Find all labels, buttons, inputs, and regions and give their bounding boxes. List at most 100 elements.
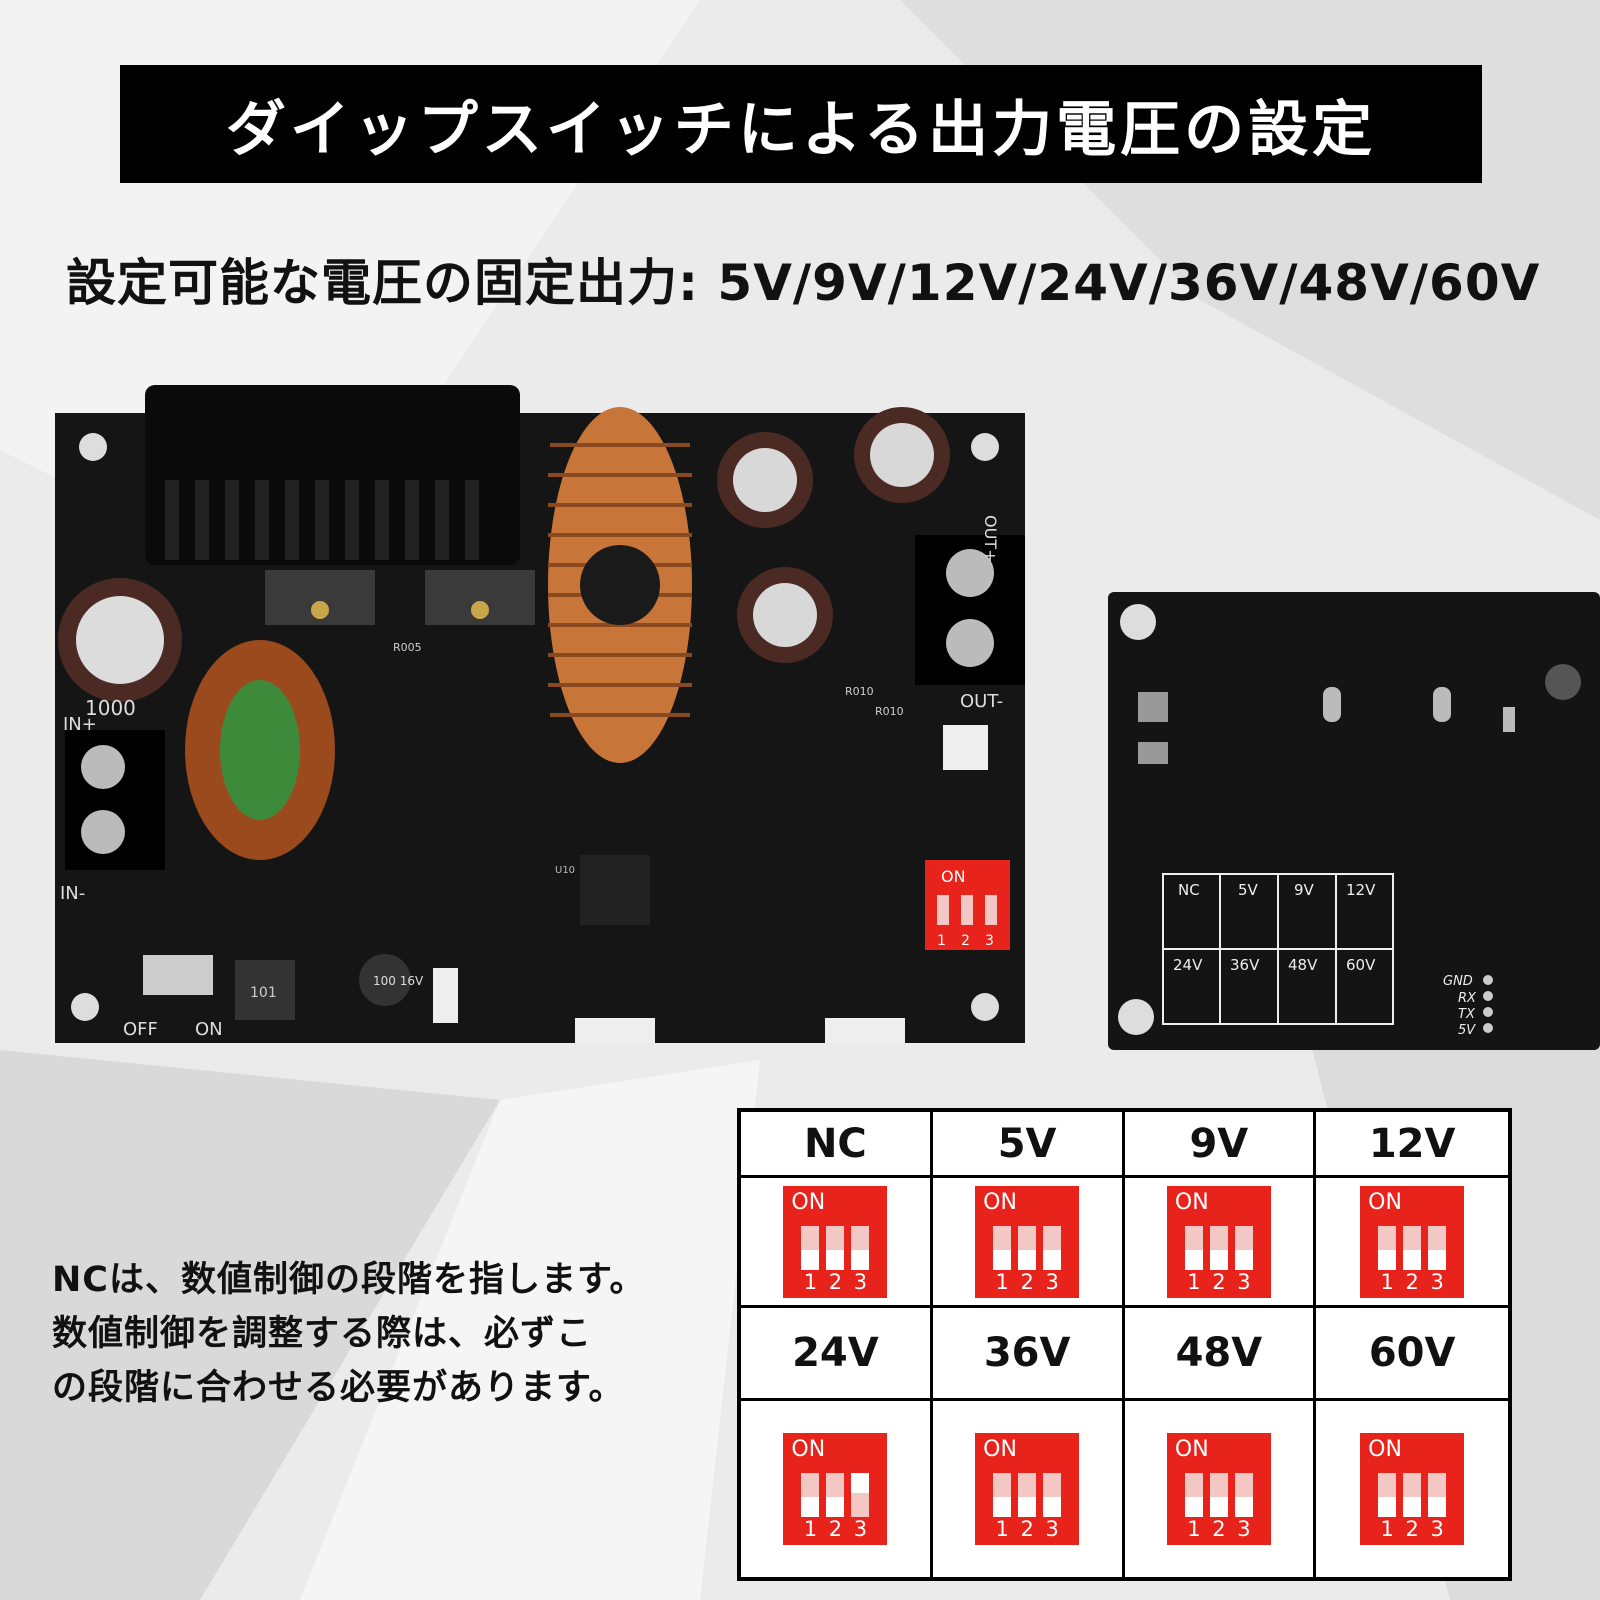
table-header: 36V: [932, 1308, 1125, 1401]
dip-knob: [1428, 1497, 1447, 1517]
dip-number: 2: [828, 1517, 843, 1541]
out-plus-label: OUT+: [981, 515, 1000, 562]
pin-gnd: GND: [1443, 974, 1473, 989]
table-header: 5V: [932, 1112, 1125, 1178]
pin-rx: RX: [1458, 991, 1477, 1006]
nc-explanation: NCは、数値制御の段階を指します。 数値制御を調整する際は、必ずこ の段階に合わ…: [52, 1253, 732, 1415]
dip-knob: [1378, 1497, 1397, 1517]
dip-slot: [1403, 1473, 1422, 1517]
back-mini-9v: 9V: [1294, 881, 1315, 899]
dip-knob: [1184, 1497, 1203, 1517]
dip-knob: [1234, 1497, 1253, 1517]
dip-on-label: ON: [1368, 1189, 1402, 1215]
back-mini-nc: NC: [1178, 881, 1200, 899]
board-dip-on: ON: [941, 867, 966, 886]
in-minus-label: IN-: [60, 883, 85, 904]
table-header: NC: [741, 1112, 933, 1178]
dip-slot: [851, 1473, 870, 1517]
dip-number: 1: [1380, 1269, 1394, 1294]
dip-knob: [826, 1497, 845, 1517]
dip-number: 3: [1430, 1269, 1444, 1294]
dip-slot: [1209, 1225, 1228, 1270]
dip-knob: [1234, 1249, 1253, 1270]
inductor-label: 101: [250, 985, 277, 1001]
dip-knob: [826, 1249, 845, 1270]
dip-number: 3: [1237, 1269, 1251, 1294]
dip-knob: [1209, 1497, 1228, 1517]
dip-knob: [801, 1497, 820, 1517]
rd2-label: R010: [875, 705, 904, 718]
dip-knob: [1043, 1249, 1062, 1270]
dip-number: 1: [1380, 1517, 1394, 1541]
dip-number: 1: [995, 1269, 1009, 1294]
voltage-options-heading: 設定可能な電圧の固定出力: 5V/9V/12V/24V/36V/48V/60V: [66, 254, 1541, 312]
dip-slot: [826, 1473, 845, 1517]
dip-number: 2: [1212, 1517, 1226, 1541]
dip-slot: [1234, 1225, 1253, 1270]
dip-number: 2: [828, 1269, 843, 1294]
dip-slot: [1018, 1473, 1037, 1517]
dip-knob: [1018, 1249, 1037, 1270]
dip-number: 1: [995, 1517, 1009, 1541]
dip-slot: [801, 1225, 820, 1270]
dip-slot: [1018, 1225, 1037, 1270]
cap-label: 1000: [85, 696, 136, 720]
note-line: の段階に合わせる必要があります。: [52, 1368, 625, 1408]
note-line: NCは、数値制御の段階を指します。: [52, 1260, 646, 1300]
dip-knob: [1184, 1249, 1203, 1270]
back-mini-24v: 24V: [1173, 956, 1203, 974]
dip-slot: [1234, 1473, 1253, 1517]
on-label: ON: [195, 1019, 223, 1040]
dip-on-label: ON: [983, 1437, 1017, 1462]
dip-number: 2: [1405, 1269, 1419, 1294]
dip-knob: [1043, 1497, 1062, 1517]
board-dip-n1: 1: [937, 933, 946, 949]
dip-on-label: ON: [791, 1437, 826, 1462]
rd1-label: R010: [845, 685, 874, 698]
dip-knob: [851, 1473, 870, 1493]
in-plus-label: IN+: [63, 714, 97, 735]
dip-knob: [1403, 1497, 1422, 1517]
back-mini-36v: 36V: [1230, 956, 1260, 974]
dip-slot: [1403, 1225, 1422, 1270]
out-minus-label: OUT-: [960, 691, 1003, 712]
dip-number: 3: [1045, 1269, 1059, 1294]
board-dip-n2: 2: [961, 933, 970, 949]
dip-number: 3: [853, 1269, 868, 1294]
dip-knob: [1428, 1249, 1447, 1270]
pin-5v: 5V: [1458, 1023, 1476, 1038]
table-header: 9V: [1124, 1112, 1317, 1178]
dip-number: 1: [1187, 1517, 1201, 1541]
dip-knob: [993, 1249, 1012, 1270]
dip-on-label: ON: [1174, 1437, 1209, 1462]
dip-number: 3: [853, 1517, 868, 1541]
dip-number: 1: [803, 1517, 818, 1541]
pcb-front-image: 1000 IN+ IN- OUT+ OUT- U10 R005 R010 R01…: [55, 385, 1025, 1055]
dip-on-label: ON: [983, 1189, 1017, 1215]
dip-number: 3: [1237, 1517, 1251, 1541]
dip-number: 1: [803, 1269, 818, 1294]
dip-number: 2: [1020, 1269, 1034, 1294]
dip-knob: [1403, 1249, 1422, 1270]
dip-slot: [993, 1473, 1012, 1517]
title-bar: ダイップスイッチによる出力電圧の設定: [120, 65, 1482, 183]
dip-slot: [993, 1225, 1012, 1270]
dip-number: 2: [1212, 1269, 1226, 1294]
table-header: 60V: [1316, 1308, 1508, 1401]
back-mini-5v: 5V: [1238, 881, 1259, 899]
table-header: 48V: [1124, 1308, 1317, 1401]
pin-tx: TX: [1458, 1007, 1476, 1022]
dip-knob: [993, 1497, 1012, 1517]
pcb-back-image: NC 5V 9V 12V 24V 36V 48V 60V GND RX TX 5…: [1108, 592, 1600, 1050]
dip-slot: [1378, 1225, 1397, 1270]
cap-small-label: 100 16V: [373, 974, 424, 988]
dip-slot: [1428, 1225, 1447, 1270]
